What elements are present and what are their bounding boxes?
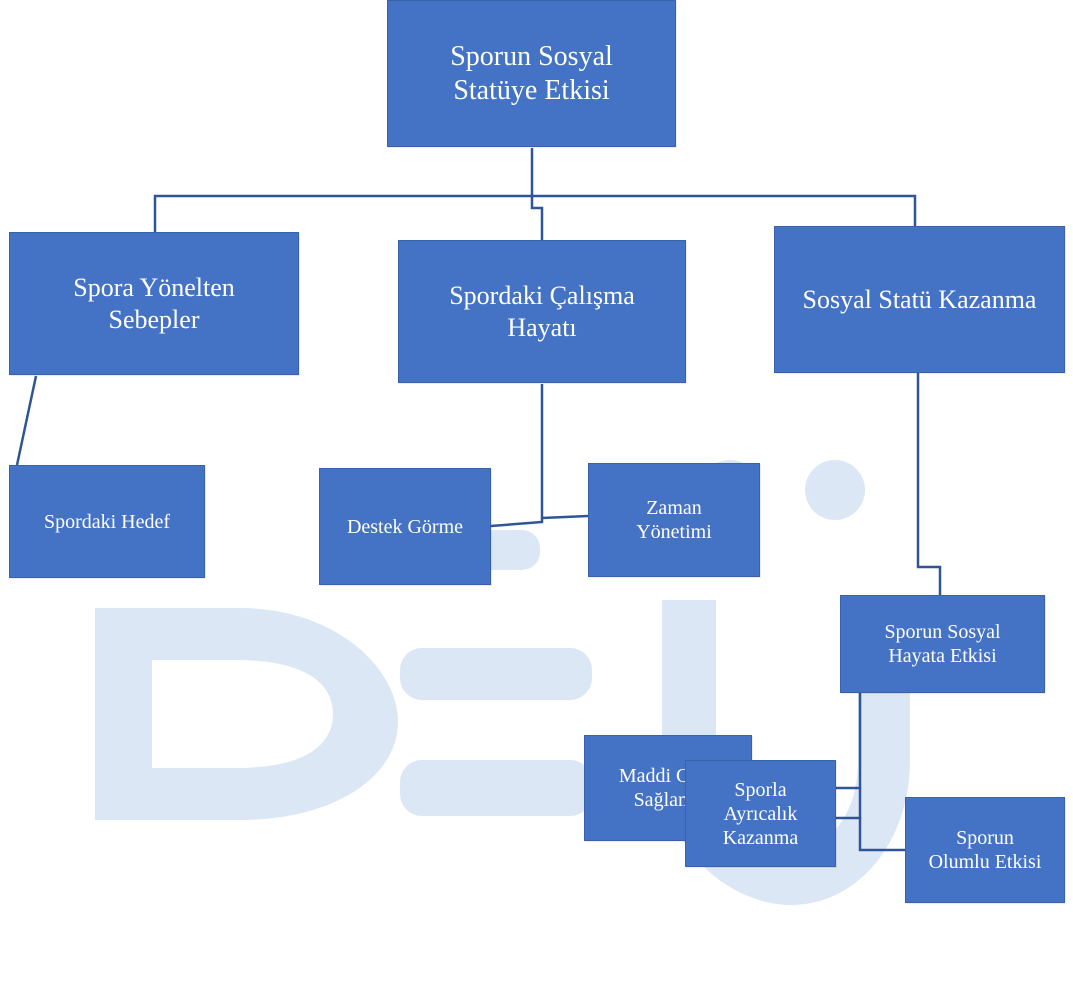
node-support: Destek Görme xyxy=(319,468,491,585)
node-support-label: Destek Görme xyxy=(346,515,464,538)
link-status-social xyxy=(916,373,942,595)
link-worklife-time xyxy=(541,514,589,520)
node-time-management: Zaman Yönetimi xyxy=(588,463,760,577)
link-social-positive xyxy=(858,818,905,852)
node-privilege: Sporla Ayrıcalık Kazanma xyxy=(685,760,836,867)
node-status-gain-label: Sosyal Statü Kazanma xyxy=(802,284,1037,314)
link-root-status xyxy=(532,194,917,226)
node-social-effect: Sporun Sosyal Hayata Etkisi xyxy=(840,595,1045,693)
link-worklife-support xyxy=(490,384,544,528)
link-reasons-goal xyxy=(15,375,38,466)
link-root-reasons xyxy=(153,194,532,232)
node-reasons-label: Spora Yönelten Sebepler xyxy=(73,273,235,334)
node-work-life: Spordaki Çalışma Hayatı xyxy=(398,240,686,383)
node-root: Sporun Sosyal Statüye Etkisi xyxy=(387,0,676,147)
node-time-management-label: Zaman Yönetimi xyxy=(636,497,712,543)
link-root-worklife xyxy=(530,196,544,240)
node-positive-effect: Sporun Olumlu Etkisi xyxy=(905,797,1065,903)
link-social-privilege xyxy=(836,788,862,820)
node-root-label: Sporun Sosyal Statüye Etkisi xyxy=(450,40,613,106)
node-goal: Spordaki Hedef xyxy=(9,465,205,578)
node-positive-effect-label: Sporun Olumlu Etkisi xyxy=(928,827,1042,873)
node-social-effect-label: Sporun Sosyal Hayata Etkisi xyxy=(884,621,1001,667)
node-status-gain: Sosyal Statü Kazanma xyxy=(774,226,1065,373)
node-privilege-label: Sporla Ayrıcalık Kazanma xyxy=(722,778,799,849)
node-work-life-label: Spordaki Çalışma Hayatı xyxy=(449,281,635,342)
node-reasons: Spora Yönelten Sebepler xyxy=(9,232,299,375)
node-goal-label: Spordaki Hedef xyxy=(43,510,171,533)
